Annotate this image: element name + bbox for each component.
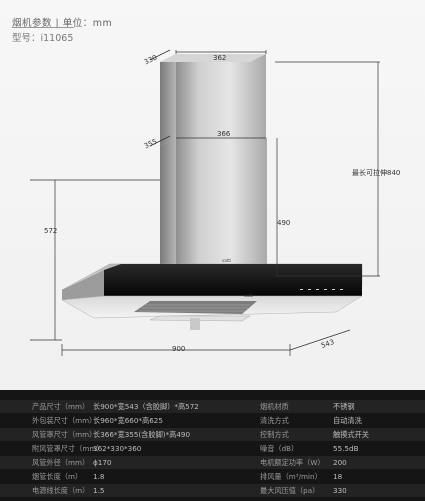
spec-value: 330 <box>333 486 347 495</box>
spec-value: 1.5 <box>93 486 105 495</box>
spec-value: 长366*宽355(含胶脚)*高490 <box>93 430 191 439</box>
spec-label: 外包装尺寸（mm） <box>32 416 97 425</box>
spec-table: 产品尺寸（mm） 长900*宽543（含胶脚）*高572 烟机材质 不锈钢 外包… <box>0 390 425 501</box>
spec-value: 55.5dB <box>333 444 359 453</box>
spec-label: 产品尺寸（mm） <box>32 402 90 411</box>
spec-value: 自动清洗 <box>333 416 362 425</box>
spec-label: 最大风压值（pa） <box>260 486 320 495</box>
spec-label: 控制方式 <box>260 430 289 439</box>
spec-label: 排风量（m³/min） <box>260 472 322 481</box>
spec-value: 长900*宽543（含胶脚）*高572 <box>93 402 199 411</box>
spec-row: 产品尺寸（mm） 长900*宽543（含胶脚）*高572 烟机材质 不锈钢 <box>0 400 425 413</box>
title-underline <box>12 27 74 28</box>
spec-value: 362*330*360 <box>93 444 142 453</box>
spec-label: 噪音（dB） <box>260 444 299 453</box>
dim-body-height: 572 <box>44 227 58 235</box>
spec-label: 风管罩尺寸（mm） <box>32 430 97 439</box>
spec-row: 附风管罩尺寸（mm） 362*330*360 噪音（dB） 55.5dB <box>0 442 425 455</box>
spec-value: 1.8 <box>93 472 105 481</box>
dim-total-width: 900 <box>172 345 186 353</box>
dim-top-width: 362 <box>213 54 227 62</box>
spec-label: 电源线长度（m） <box>32 486 90 495</box>
spec-label: 电机额定功率（W） <box>260 458 325 467</box>
spec-value: 长960*宽660*高625 <box>93 416 163 425</box>
lower-duct-front <box>176 138 267 276</box>
grease-filter <box>134 301 257 314</box>
spec-value: 200 <box>333 458 347 467</box>
svg-text:vatti: vatti <box>244 293 253 298</box>
upper-duct-front <box>176 54 266 138</box>
upper-duct-side <box>160 54 176 146</box>
glass-panel <box>104 264 362 296</box>
spec-value: 触摸式开关 <box>333 430 369 439</box>
spec-label: 清洗方式 <box>260 416 289 425</box>
spec-value: ϕ170 <box>93 458 112 467</box>
range-hood-drawing: vatti vatti <box>30 49 380 356</box>
dim-lower-width: 366 <box>217 130 231 138</box>
spec-value: 18 <box>333 472 343 481</box>
spec-row: 外包装尺寸（mm） 长960*宽660*高625 清洗方式 自动清洗 <box>0 414 425 427</box>
spec-row: 风管罩尺寸（mm） 长366*宽355(含胶脚)*高490 控制方式 触摸式开关 <box>0 428 425 441</box>
spec-label: 附风管罩尺寸（mm） <box>32 444 104 453</box>
spec-row: 电源线长度（m） 1.5 最大风压值（pa） 330 <box>0 484 425 497</box>
brand-logo: vatti <box>222 258 231 263</box>
model-number: 型号：i11065 <box>12 33 74 44</box>
spec-value: 不锈钢 <box>333 402 355 411</box>
spec-label: 烟管长度（m） <box>32 472 83 481</box>
spec-row: 风管外径（mm） ϕ170 电机额定功率（W） 200 <box>0 456 425 469</box>
lower-duct-side <box>160 138 176 284</box>
spec-label: 烟机材质 <box>260 402 289 411</box>
dim-max-height: 最长可拉伸840 <box>352 169 401 177</box>
spec-label: 风管外径（mm） <box>32 458 90 467</box>
spec-row: 烟管长度（m） 1.8 排风量（m³/min） 18 <box>0 470 425 483</box>
page-title: 烟机参数 | 单位：mm <box>12 18 113 29</box>
dim-duct-height: 490 <box>277 219 291 227</box>
